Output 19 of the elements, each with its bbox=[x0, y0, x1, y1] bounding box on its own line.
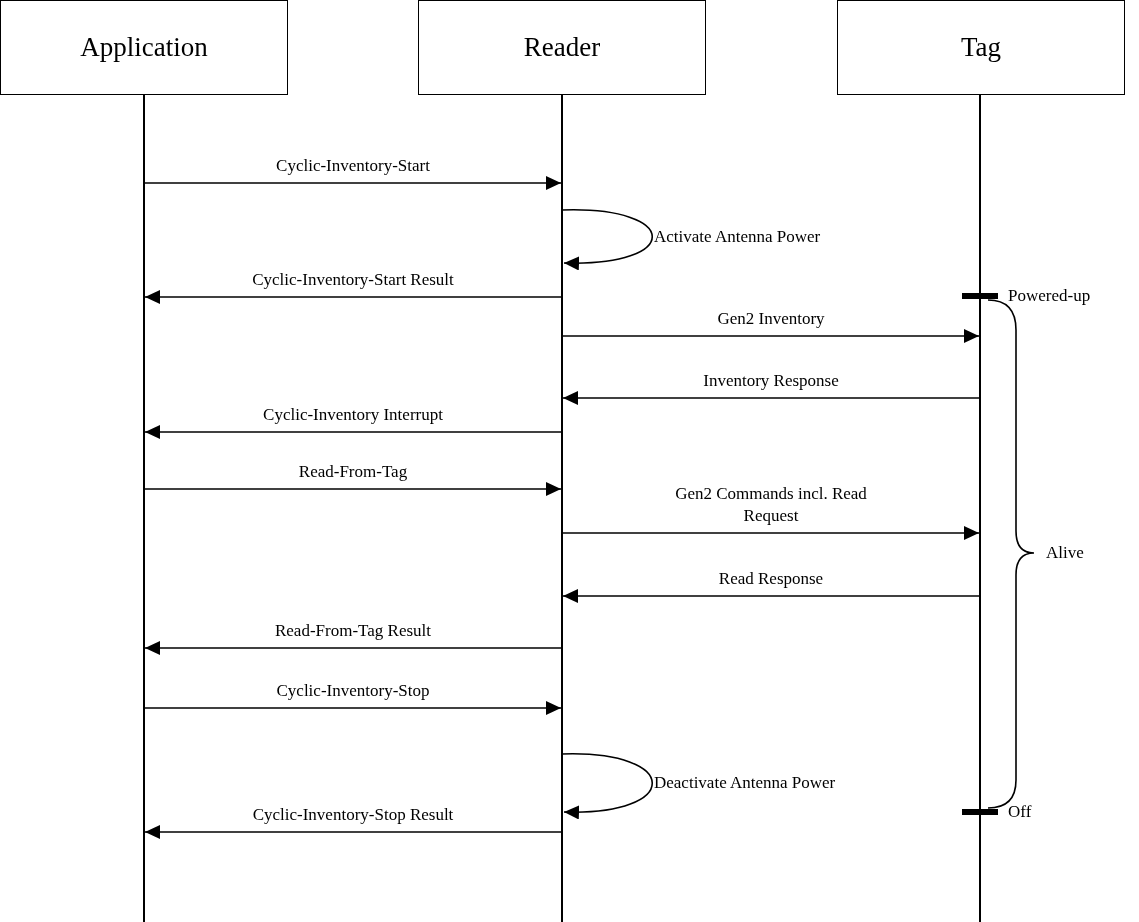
message-arrow bbox=[144, 176, 562, 190]
message-arrow bbox=[561, 753, 654, 819]
participant-name: Application bbox=[80, 32, 208, 63]
message-arrow bbox=[144, 425, 562, 439]
message-arrow bbox=[144, 701, 562, 715]
message-arrow bbox=[561, 209, 654, 270]
state-label: Alive bbox=[1046, 543, 1084, 563]
participant-name: Reader bbox=[523, 32, 601, 63]
participant-name: Tag bbox=[960, 32, 1002, 63]
message-arrow bbox=[562, 329, 980, 343]
message-arrow bbox=[144, 825, 562, 839]
state-label: Powered-up bbox=[1008, 286, 1091, 306]
message-arrow bbox=[562, 589, 980, 603]
message-arrow bbox=[144, 482, 562, 496]
message-arrow bbox=[144, 290, 562, 304]
message-arrow bbox=[562, 391, 980, 405]
state-label: Off bbox=[1008, 802, 1032, 822]
message-arrow bbox=[144, 641, 562, 655]
message-arrow bbox=[562, 526, 980, 540]
